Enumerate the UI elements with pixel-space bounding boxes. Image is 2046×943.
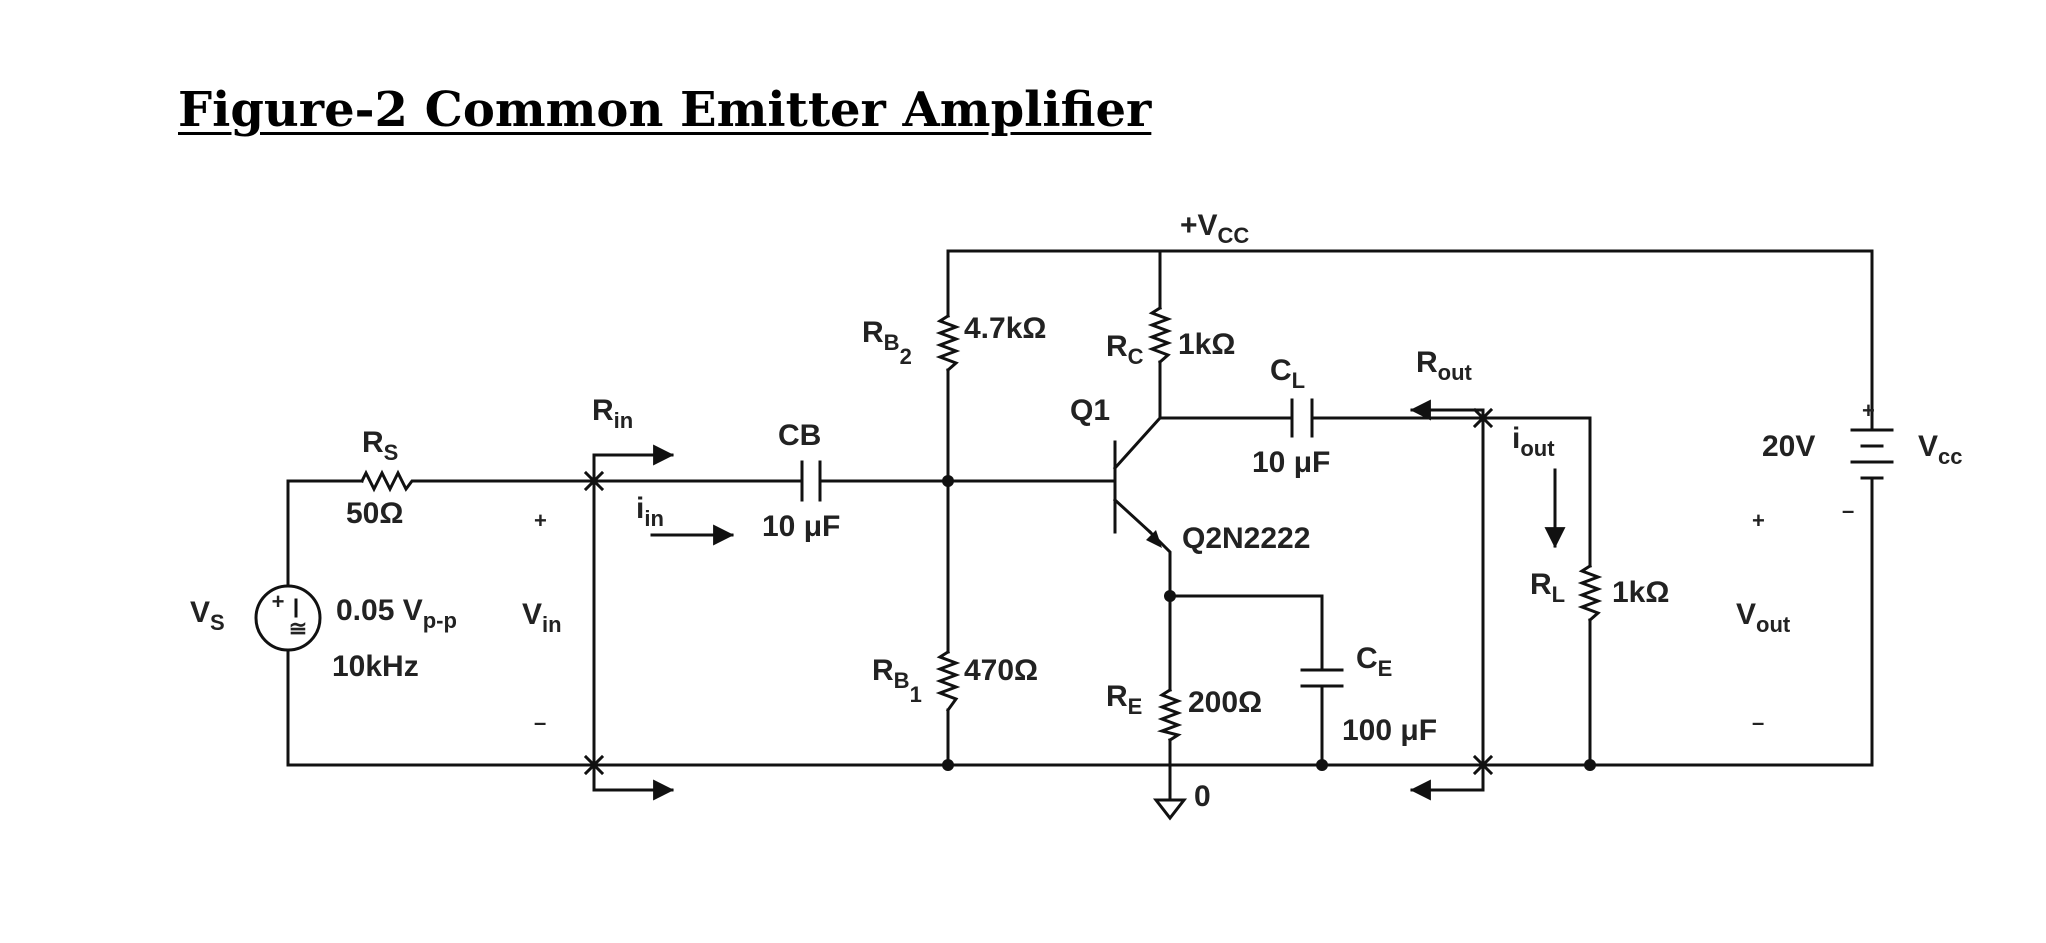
rl-label: RL bbox=[1530, 568, 1565, 607]
rin-label: Rin bbox=[592, 394, 633, 433]
rb1-value: 470Ω bbox=[964, 654, 1038, 687]
rl-value: 1kΩ bbox=[1612, 576, 1669, 609]
rs-value: 50Ω bbox=[346, 497, 403, 530]
battery-value: 20V bbox=[1762, 430, 1815, 463]
rs-label: RS bbox=[362, 426, 398, 465]
battery-plus: + bbox=[1862, 398, 1875, 423]
vout-minus: – bbox=[1752, 710, 1764, 735]
resistor-rl bbox=[1577, 563, 1603, 623]
voltage-source-vs: + ≅ bbox=[254, 584, 322, 652]
vs-amplitude: 0.05 Vp-p bbox=[336, 594, 457, 633]
vs-label: VS bbox=[190, 596, 225, 635]
rc-value: 1kΩ bbox=[1178, 328, 1235, 361]
resistor-rb1 bbox=[935, 649, 961, 713]
svg-text:≅: ≅ bbox=[289, 616, 307, 641]
vin-minus: – bbox=[534, 710, 546, 735]
rb2-value: 4.7kΩ bbox=[964, 312, 1046, 345]
resistor-rc bbox=[1147, 305, 1173, 365]
vs-frequency: 10kHz bbox=[332, 650, 419, 683]
cl-label: CL bbox=[1270, 354, 1305, 393]
rb2-label: RB2 bbox=[862, 316, 912, 369]
re-label: RE bbox=[1106, 680, 1142, 719]
q1-label: Q1 bbox=[1070, 394, 1110, 427]
battery-minus: – bbox=[1842, 498, 1854, 523]
resistor-re bbox=[1156, 687, 1183, 743]
battery-label: Vcc bbox=[1918, 430, 1963, 469]
ground-icon bbox=[1152, 798, 1188, 821]
cb-value: 10 μF bbox=[762, 510, 840, 543]
vout-plus: + bbox=[1752, 508, 1765, 533]
resistor-rb2 bbox=[935, 313, 961, 373]
vin-label: Vin bbox=[522, 598, 562, 637]
measurement-arrows bbox=[592, 399, 1566, 801]
rc-label: RC bbox=[1106, 330, 1144, 369]
iin-label: iin bbox=[636, 492, 664, 531]
figure-title: Figure-2 Common Emitter Amplifier bbox=[178, 82, 1152, 138]
rout-label: Rout bbox=[1416, 346, 1473, 385]
junction-dots bbox=[942, 475, 1596, 771]
vcc-top-label: +VCC bbox=[1180, 209, 1249, 248]
vin-plus: + bbox=[534, 508, 547, 533]
cb-label: CB bbox=[778, 419, 821, 452]
iout-label: iout bbox=[1512, 422, 1555, 461]
resistor-rs bbox=[359, 469, 418, 493]
ce-value: 100 μF bbox=[1342, 714, 1437, 747]
capacitor-ce bbox=[1300, 668, 1344, 688]
ce-label: CE bbox=[1356, 642, 1392, 681]
ground-node-label: 0 bbox=[1194, 780, 1211, 813]
battery-vcc bbox=[1850, 428, 1894, 480]
rb1-label: RB1 bbox=[872, 654, 922, 707]
re-value: 200Ω bbox=[1188, 686, 1262, 719]
transistor-q1 bbox=[1112, 415, 1163, 548]
wiring bbox=[286, 249, 1874, 802]
capacitor-cl bbox=[1290, 398, 1314, 438]
capacitor-cb bbox=[800, 460, 822, 502]
cl-value: 10 μF bbox=[1252, 446, 1330, 479]
q1-part: Q2N2222 bbox=[1182, 522, 1310, 555]
svg-text:+: + bbox=[272, 589, 285, 614]
vout-label: Vout bbox=[1736, 598, 1791, 637]
